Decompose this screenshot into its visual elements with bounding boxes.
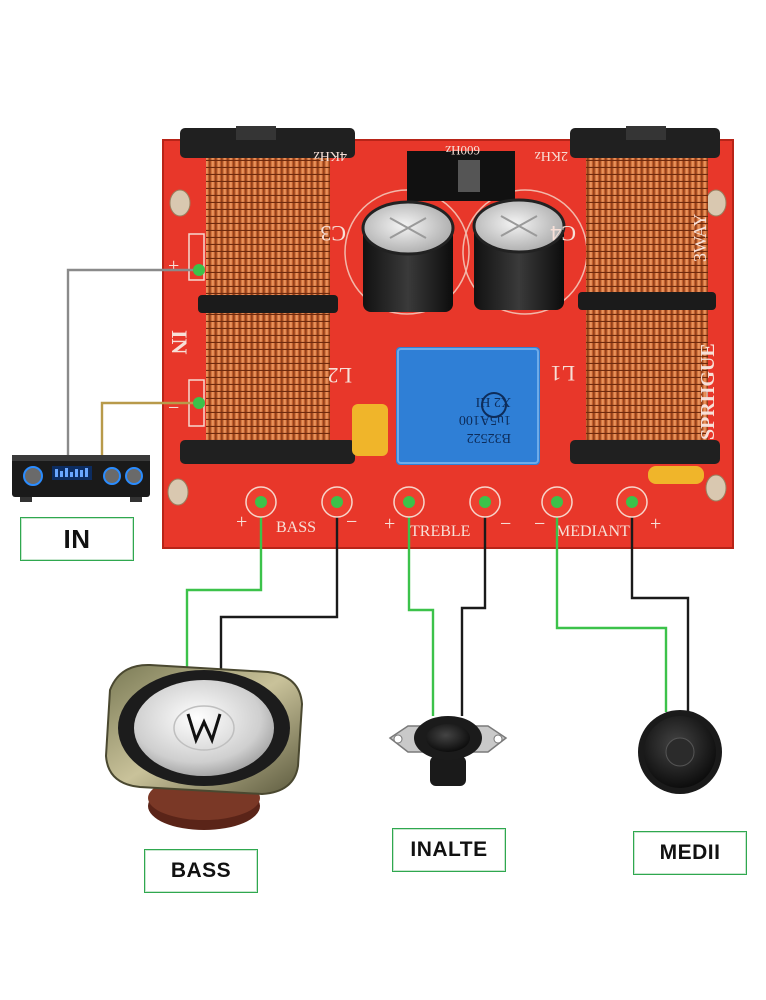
- terminals: [193, 264, 648, 518]
- wire-treble-plus: [407, 502, 435, 716]
- mediant-plus-sign: +: [650, 513, 661, 535]
- label-medii: MEDII: [633, 831, 747, 875]
- label-bass: BASS: [144, 849, 258, 893]
- capacitor-c4: [472, 198, 566, 310]
- label-freq-left: 4KHz: [314, 148, 347, 163]
- bass-minus-sign: −: [346, 511, 357, 533]
- terminal-label-treble: TREBLE: [410, 523, 470, 540]
- wire-bass-plus: [185, 502, 263, 672]
- wire-mediant-plus: [630, 502, 690, 712]
- capacitor-c3: [361, 200, 455, 312]
- wire-treble-minus: [460, 502, 487, 716]
- label-board-in: IN: [167, 330, 192, 355]
- medii-speaker: [638, 710, 722, 794]
- label-freq-right: 2KHz: [535, 148, 568, 163]
- label-l1: L1: [551, 361, 575, 386]
- treble-minus-sign: −: [500, 513, 511, 535]
- label-inalte: INALTE: [392, 828, 506, 872]
- label-c4: C4: [550, 221, 576, 246]
- label-switch: 600Hz: [445, 143, 480, 158]
- yellow-capacitor-right: [648, 466, 704, 484]
- label-l2: L2: [328, 363, 352, 388]
- wire-bass-minus: [219, 502, 339, 672]
- label-in-minus: −: [168, 397, 179, 419]
- inalte-speaker: [388, 716, 508, 786]
- label-brand: SPRHGUE: [697, 343, 719, 440]
- film-capacitor: B32522 1u5A100 X2 HI: [396, 347, 540, 465]
- terminal-label-mediant: MEDIANT: [556, 523, 630, 540]
- terminal-label-bass: BASS: [276, 519, 316, 536]
- coil-l2: [180, 126, 355, 464]
- wire-in-plus: [66, 268, 199, 455]
- label-in-plus: +: [168, 255, 179, 277]
- wire-in-minus: [100, 401, 199, 455]
- film-cap-line-1: B32522: [467, 430, 511, 445]
- treble-plus-sign: +: [384, 513, 395, 535]
- label-in: IN: [20, 517, 134, 561]
- coil-l1: [570, 126, 720, 464]
- amplifier: [12, 455, 150, 502]
- bass-plus-sign: +: [236, 511, 247, 533]
- label-c3: C3: [320, 221, 346, 246]
- wiring: [66, 268, 690, 716]
- yellow-capacitor-left: [352, 404, 388, 456]
- wire-mediant-minus: [555, 502, 668, 712]
- bass-speaker: [104, 663, 304, 830]
- label-3way: 3WAY: [690, 214, 710, 262]
- slide-switch: [407, 151, 515, 201]
- mediant-minus-sign: −: [534, 513, 545, 535]
